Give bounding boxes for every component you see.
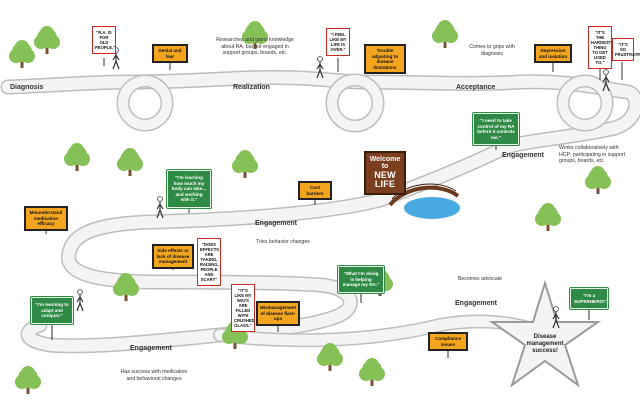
- note-advocate: Becomes advocate: [457, 276, 503, 282]
- note-engagement: Works collaboratively with HCP; particip…: [559, 145, 626, 164]
- goal-star: [488, 279, 602, 388]
- tree: [64, 143, 90, 171]
- green-sign-learning-much: "I'm learning how much my body can take.…: [166, 169, 212, 209]
- walker-figure: [316, 56, 324, 79]
- green-sign-helping: "What I'm doing is helping manage my RA.…: [337, 265, 385, 294]
- tree: [15, 366, 41, 394]
- tree: [34, 26, 60, 54]
- tree: [535, 203, 561, 231]
- welcome-line-1: Welcome to: [369, 156, 401, 171]
- stage-diagnosis: Diagnosis: [10, 84, 44, 91]
- tree: [317, 343, 343, 371]
- warning-sign-denial: Denial and fear: [152, 44, 188, 63]
- tree: [242, 21, 268, 49]
- stage-realization: Realization: [233, 84, 270, 91]
- walker-figure: [602, 69, 610, 92]
- welcome-line-2: NEW LIFE: [374, 169, 396, 190]
- water-pond: [404, 197, 460, 219]
- walker-figure: [156, 196, 164, 219]
- warning-sign-misunderstand: Misunderstand medication efficacy: [24, 206, 68, 231]
- quote-sign-no-ways: "IT'S LIKE MY WAYS ARE FILLED WITH CRUSH…: [231, 284, 255, 333]
- tree: [432, 20, 458, 48]
- stage-engagement-4: Engagement: [130, 345, 173, 352]
- quote-sign-old-people: "R.A. IS FOR OLD PEOPLE.": [92, 26, 116, 55]
- loop-2: [325, 73, 385, 133]
- quote-sign-over: "I FEEL LIKE MY LIFE IS OVER.": [326, 28, 350, 57]
- tree: [9, 40, 35, 68]
- tree: [585, 166, 611, 194]
- bridge: [388, 185, 460, 207]
- tree: [117, 148, 143, 176]
- loop-1: [116, 74, 174, 132]
- quote-sign-frustrating: "IT'S SO FRUSTRATING.": [612, 38, 640, 62]
- warning-sign-cost: Cost barriers: [298, 181, 332, 200]
- green-sign-superhero: "I'm a SUPERHERO!": [569, 287, 609, 310]
- warning-sign-depression: Depression and isolation: [534, 44, 572, 63]
- warning-sign-trouble: Trouble adjusting to disease limitations: [364, 44, 406, 74]
- tree: [113, 273, 139, 301]
- walker-figure: [552, 306, 560, 329]
- note-realization: Researches and gains knowledge about RA,…: [216, 37, 294, 56]
- note-acceptance: Comes to grips with diagnosis: [469, 44, 515, 57]
- walker-figure: [76, 289, 84, 312]
- green-sign-adapt: "I'm learning to adapt and conquer.": [30, 296, 74, 325]
- stage-engagement-2: Engagement: [255, 220, 298, 227]
- stage-engagement-3: Engagement: [455, 300, 498, 307]
- goal-text: Disease management success!: [526, 334, 564, 355]
- note-success: Has success with medication and behavior…: [120, 369, 188, 382]
- warning-sign-mismanagement: Mismanagement of disease flare-ups: [256, 301, 300, 326]
- loop-3: [556, 74, 614, 132]
- note-tries: Tries behavior changes: [256, 239, 310, 245]
- stage-acceptance: Acceptance: [456, 84, 496, 91]
- trees: [9, 20, 611, 394]
- quote-sign-does-effects: "DOES EFFECTS ARE TAKING, RAISING, PEOPL…: [197, 238, 221, 287]
- warning-sign-side-effects: Side effects or lack of disease manageme…: [152, 244, 194, 269]
- tree: [232, 150, 258, 178]
- quote-sign-hardest: "IT'S THE HARDEST THING TO GET USED TO.": [588, 26, 612, 70]
- stage-engagement-1: Engagement: [502, 152, 545, 159]
- warning-sign-compliance: Compliance issues: [428, 332, 468, 351]
- welcome-new-life-sign: Welcome to NEW LIFE: [364, 151, 406, 195]
- tree: [359, 358, 385, 386]
- green-sign-take-control: "I need to take control of my RA before …: [472, 112, 520, 146]
